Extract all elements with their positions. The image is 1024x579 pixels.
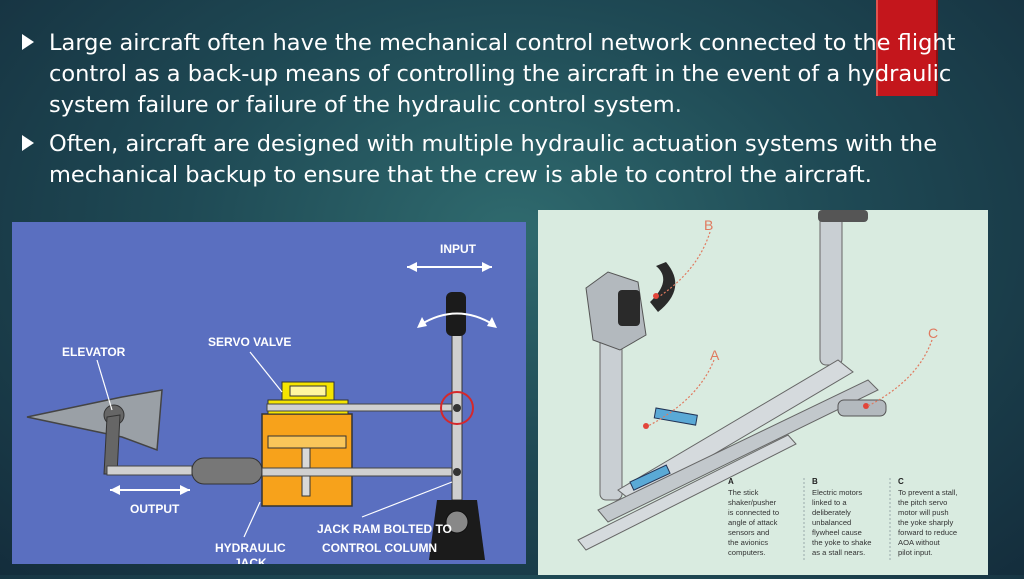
callout-c: C To prevent a stall, the pitch servo mo… [898, 477, 958, 557]
svg-text:linked to a: linked to a [812, 498, 847, 507]
svg-text:is connected to: is connected to [728, 508, 779, 517]
arrow-head [417, 317, 427, 328]
leader-line [96, 359, 113, 411]
svg-text:sensors and: sensors and [728, 528, 769, 537]
jack-cylinder [191, 457, 263, 485]
column-base-pivot [445, 510, 469, 534]
svg-text:forward to reduce: forward to reduce [898, 528, 957, 537]
arrow-head [487, 317, 497, 328]
svg-text:B: B [812, 477, 818, 486]
bullet-item: Often, aircraft are designed with multip… [22, 129, 1002, 191]
leader-line [659, 231, 711, 297]
output-label: OUTPUT [130, 502, 180, 516]
highlight-circle [440, 391, 474, 425]
output-rod [106, 465, 193, 476]
svg-text:computers.: computers. [728, 548, 766, 557]
marker-b: B [704, 217, 713, 233]
leader-line [647, 359, 715, 427]
marker-c: C [928, 325, 938, 341]
jack-ram-label: JACK RAM BOLTED TO [317, 522, 452, 536]
pivot-point [453, 468, 461, 476]
left-column [599, 329, 623, 501]
servo-diagram-svg: INPUT ELEVATOR SERVO VALVE OUTPUT JACK R… [26, 242, 497, 570]
triangle-bullet-icon [22, 135, 34, 151]
svg-text:pilot input.: pilot input. [898, 548, 933, 557]
bullet-text: Often, aircraft are designed with multip… [49, 131, 938, 188]
callout-b: B Electric motors linked to a deliberate… [812, 477, 872, 557]
cross-tube [597, 379, 879, 523]
yoke-diagram-svg: B A C A The stick shaker/pusher is conne… [577, 209, 958, 560]
svg-text:shaker/pusher: shaker/pusher [728, 498, 777, 507]
svg-text:the pitch servo: the pitch servo [898, 498, 947, 507]
arrow-head [407, 262, 417, 272]
input-label: INPUT [440, 242, 477, 256]
svg-text:The stick: The stick [728, 488, 759, 497]
svg-text:unbalanced: unbalanced [812, 518, 851, 527]
arrow-head [482, 262, 492, 272]
cross-tube [577, 434, 797, 551]
yoke-grip [618, 290, 640, 326]
sensor-dot [863, 403, 869, 409]
sensor-dot [653, 293, 659, 299]
svg-text:flywheel cause: flywheel cause [812, 528, 862, 537]
svg-text:as a stall nears.: as a stall nears. [812, 548, 865, 557]
leader-line [867, 339, 933, 407]
svg-text:deliberately: deliberately [812, 508, 851, 517]
arrow-head [180, 485, 190, 495]
arrow-head [110, 485, 120, 495]
svg-text:angle of attack: angle of attack [728, 518, 778, 527]
jack-ram-rod [261, 467, 458, 477]
right-column [819, 209, 843, 366]
hydraulic-servo-diagram: INPUT ELEVATOR SERVO VALVE OUTPUT JACK R… [12, 222, 526, 570]
leader-line [249, 351, 283, 393]
right-yoke [818, 210, 868, 222]
control-column-illustration: B A C A The stick shaker/pusher is conne… [538, 209, 988, 575]
servo-valve-label: SERVO VALVE [208, 335, 291, 349]
pusher-actuator [629, 464, 671, 491]
pitch-servo [837, 399, 887, 417]
elevator-surface [26, 389, 163, 452]
triangle-bullet-icon [22, 34, 34, 50]
jack-ram-label: CONTROL COLUMN [322, 541, 437, 555]
sensor-dot [643, 423, 649, 429]
jack-label: JACK [234, 556, 267, 564]
leader-line [361, 481, 453, 518]
bullet-list: Large aircraft often have the mechanical… [22, 28, 1002, 199]
pivot-point [453, 404, 461, 412]
svg-text:A: A [728, 477, 734, 486]
svg-text:C: C [898, 477, 904, 486]
leader-line [243, 501, 261, 538]
accent-bar [876, 0, 938, 96]
bullet-text: Large aircraft often have the mechanical… [49, 30, 956, 118]
input-link-rod [266, 403, 458, 412]
shaker-actuator [653, 407, 698, 426]
servo-piston [267, 435, 347, 449]
svg-text:the yoke to shake: the yoke to shake [812, 538, 872, 547]
svg-text:the avionics: the avionics [728, 538, 768, 547]
elevator-horn [103, 414, 121, 475]
svg-text:Electric motors: Electric motors [812, 488, 862, 497]
marker-a: A [710, 347, 720, 363]
rotation-arrow [419, 312, 495, 326]
callout-a: A The stick shaker/pusher is connected t… [728, 477, 779, 557]
valve-spool [289, 385, 327, 397]
svg-text:To prevent a stall,: To prevent a stall, [898, 488, 958, 497]
yoke-handle [650, 262, 676, 312]
svg-text:the yoke sharply: the yoke sharply [898, 518, 953, 527]
bullet-item: Large aircraft often have the mechanical… [22, 28, 1002, 121]
svg-text:motor will push: motor will push [898, 508, 949, 517]
hydraulic-label: HYDRAULIC [215, 541, 286, 555]
svg-text:AOA without: AOA without [898, 538, 941, 547]
elevator-label: ELEVATOR [62, 345, 126, 359]
